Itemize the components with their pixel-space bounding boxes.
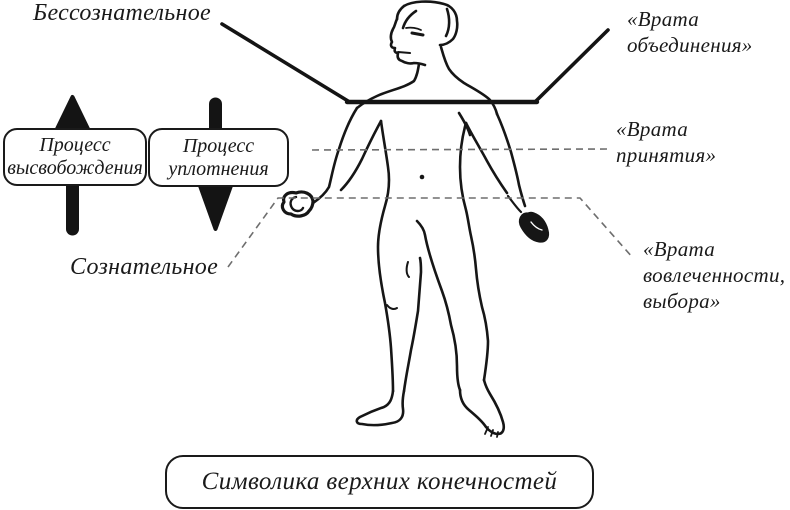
waist-dashed-line [311,148,609,151]
process-condensation-box: Процесс уплотнения [148,128,289,187]
label-conscious: Сознательное [70,254,219,280]
process-condensation-line1: Процесс [182,134,255,157]
gate-involvement-line3: выбора» [643,289,721,313]
gate-acceptance-line1: «Врата [616,117,689,141]
process-release-line1: Процесс [39,134,111,156]
label-gate-acceptance: «Врата принятия» [616,116,716,168]
process-condensation-line2: уплотнения [168,157,269,180]
label-unconscious: Бессознательное [33,0,211,26]
label-gate-involvement: «Врата вовлеченности, выбора» [643,236,785,314]
line-to-unconscious [220,22,350,103]
process-release-box: Процесс высвобождения [3,128,147,186]
process-release-line2: высвобождения [7,157,143,179]
gate-acceptance-line2: принятия» [616,143,717,167]
caption-box: Символика верхних конечностей [165,455,594,509]
gate-involvement-line2: вовлеченности, [643,263,786,287]
gate-union-line2: объединения» [627,33,753,57]
caption-text: Символика верхних конечностей [201,468,558,495]
dashed-zone-lines [227,148,634,268]
label-gate-union: «Врата объединения» [627,6,753,58]
gate-union-line1: «Врата [627,7,700,31]
gate-involvement-line1: «Врата [643,237,716,261]
solid-zone-lines [220,22,610,105]
human-figure [280,0,550,438]
hands-dashed-line [227,197,634,268]
line-to-gate-union [534,28,610,103]
